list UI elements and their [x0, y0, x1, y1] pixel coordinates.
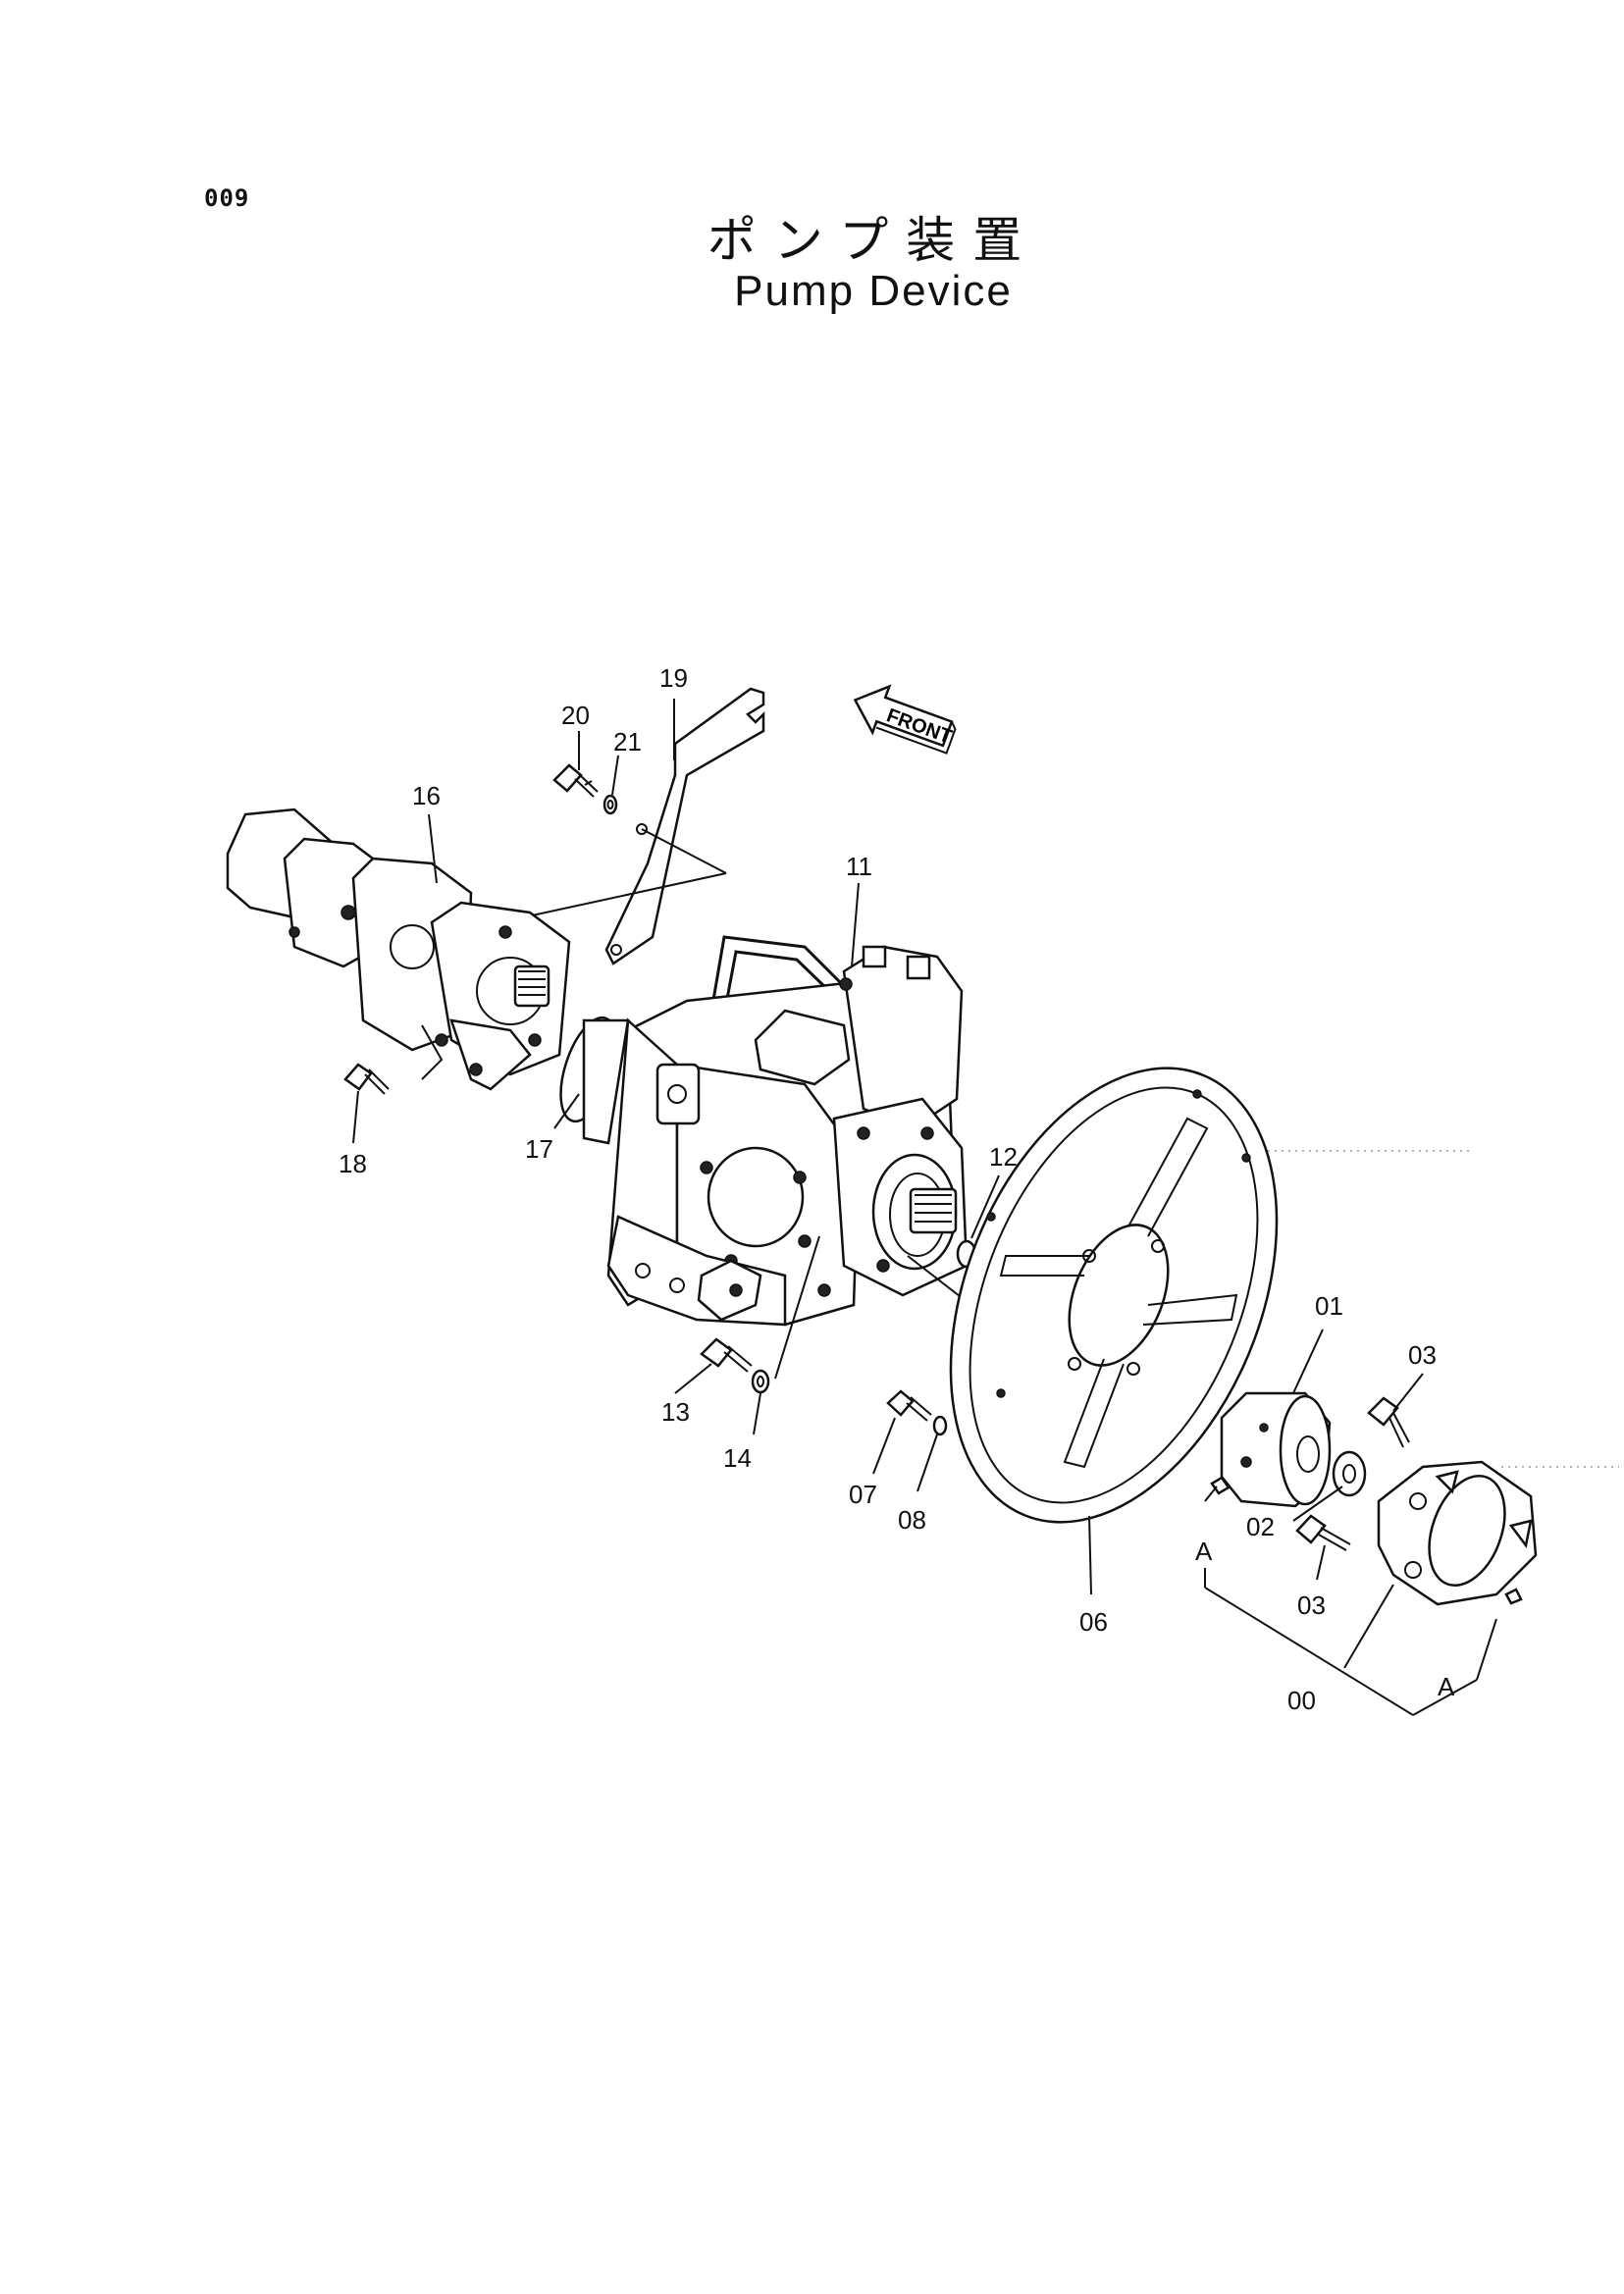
- callout-06: 06: [1079, 1607, 1108, 1637]
- callout-17: 17: [525, 1134, 553, 1164]
- washer-part-21: [602, 794, 618, 815]
- callout-01: 01: [1315, 1291, 1343, 1321]
- washer-part-14: [751, 1369, 770, 1394]
- callout-00: 00: [1287, 1686, 1316, 1715]
- page-title-english: Pump Device: [734, 267, 1013, 315]
- callout-18: 18: [339, 1149, 367, 1178]
- page-title-japanese: ポンプ装置: [707, 212, 1040, 269]
- leader-line: [774, 1235, 820, 1380]
- main-pump-part-11: [582, 935, 1061, 1375]
- callout-03-upper: 03: [1408, 1340, 1437, 1370]
- callout-a-right: A: [1438, 1672, 1455, 1701]
- callout-20: 20: [561, 701, 590, 730]
- coupling-housing-part-06: [949, 1067, 1279, 1524]
- coupling-element-part-00: [1377, 1460, 1538, 1606]
- gear-pump-part-16: [226, 808, 571, 1091]
- callout-13: 13: [661, 1397, 690, 1427]
- callout-02: 02: [1246, 1512, 1275, 1541]
- front-arrow-icon: FRONT: [853, 684, 957, 755]
- page-number: 009: [204, 184, 250, 212]
- callout-07: 07: [849, 1480, 877, 1509]
- callout-21: 21: [613, 727, 642, 756]
- callout-12: 12: [989, 1142, 1018, 1172]
- callout-a-left: A: [1195, 1537, 1213, 1566]
- callout-03-lower: 03: [1297, 1590, 1326, 1620]
- bolt-part-03-lower: [1295, 1514, 1351, 1551]
- hub-part-01: [1210, 1391, 1332, 1508]
- callout-11: 11: [846, 852, 872, 881]
- bolt-part-13: [700, 1337, 753, 1373]
- section-marker-lines: [1204, 1486, 1497, 1716]
- washer-part-02: [1332, 1450, 1367, 1497]
- bolt-part-03-upper: [1367, 1396, 1410, 1448]
- callout-16: 16: [412, 781, 441, 810]
- callout-leader-lines: [352, 699, 1424, 1669]
- bolt-part-18: [343, 1063, 390, 1095]
- bolt-part-20: [552, 763, 599, 798]
- bolt-part-07: [886, 1389, 932, 1422]
- washer-part-08: [932, 1415, 948, 1436]
- callout-14: 14: [723, 1443, 752, 1473]
- callout-08: 08: [898, 1505, 926, 1535]
- callout-19: 19: [659, 663, 688, 693]
- bracket-part-19: [499, 687, 765, 965]
